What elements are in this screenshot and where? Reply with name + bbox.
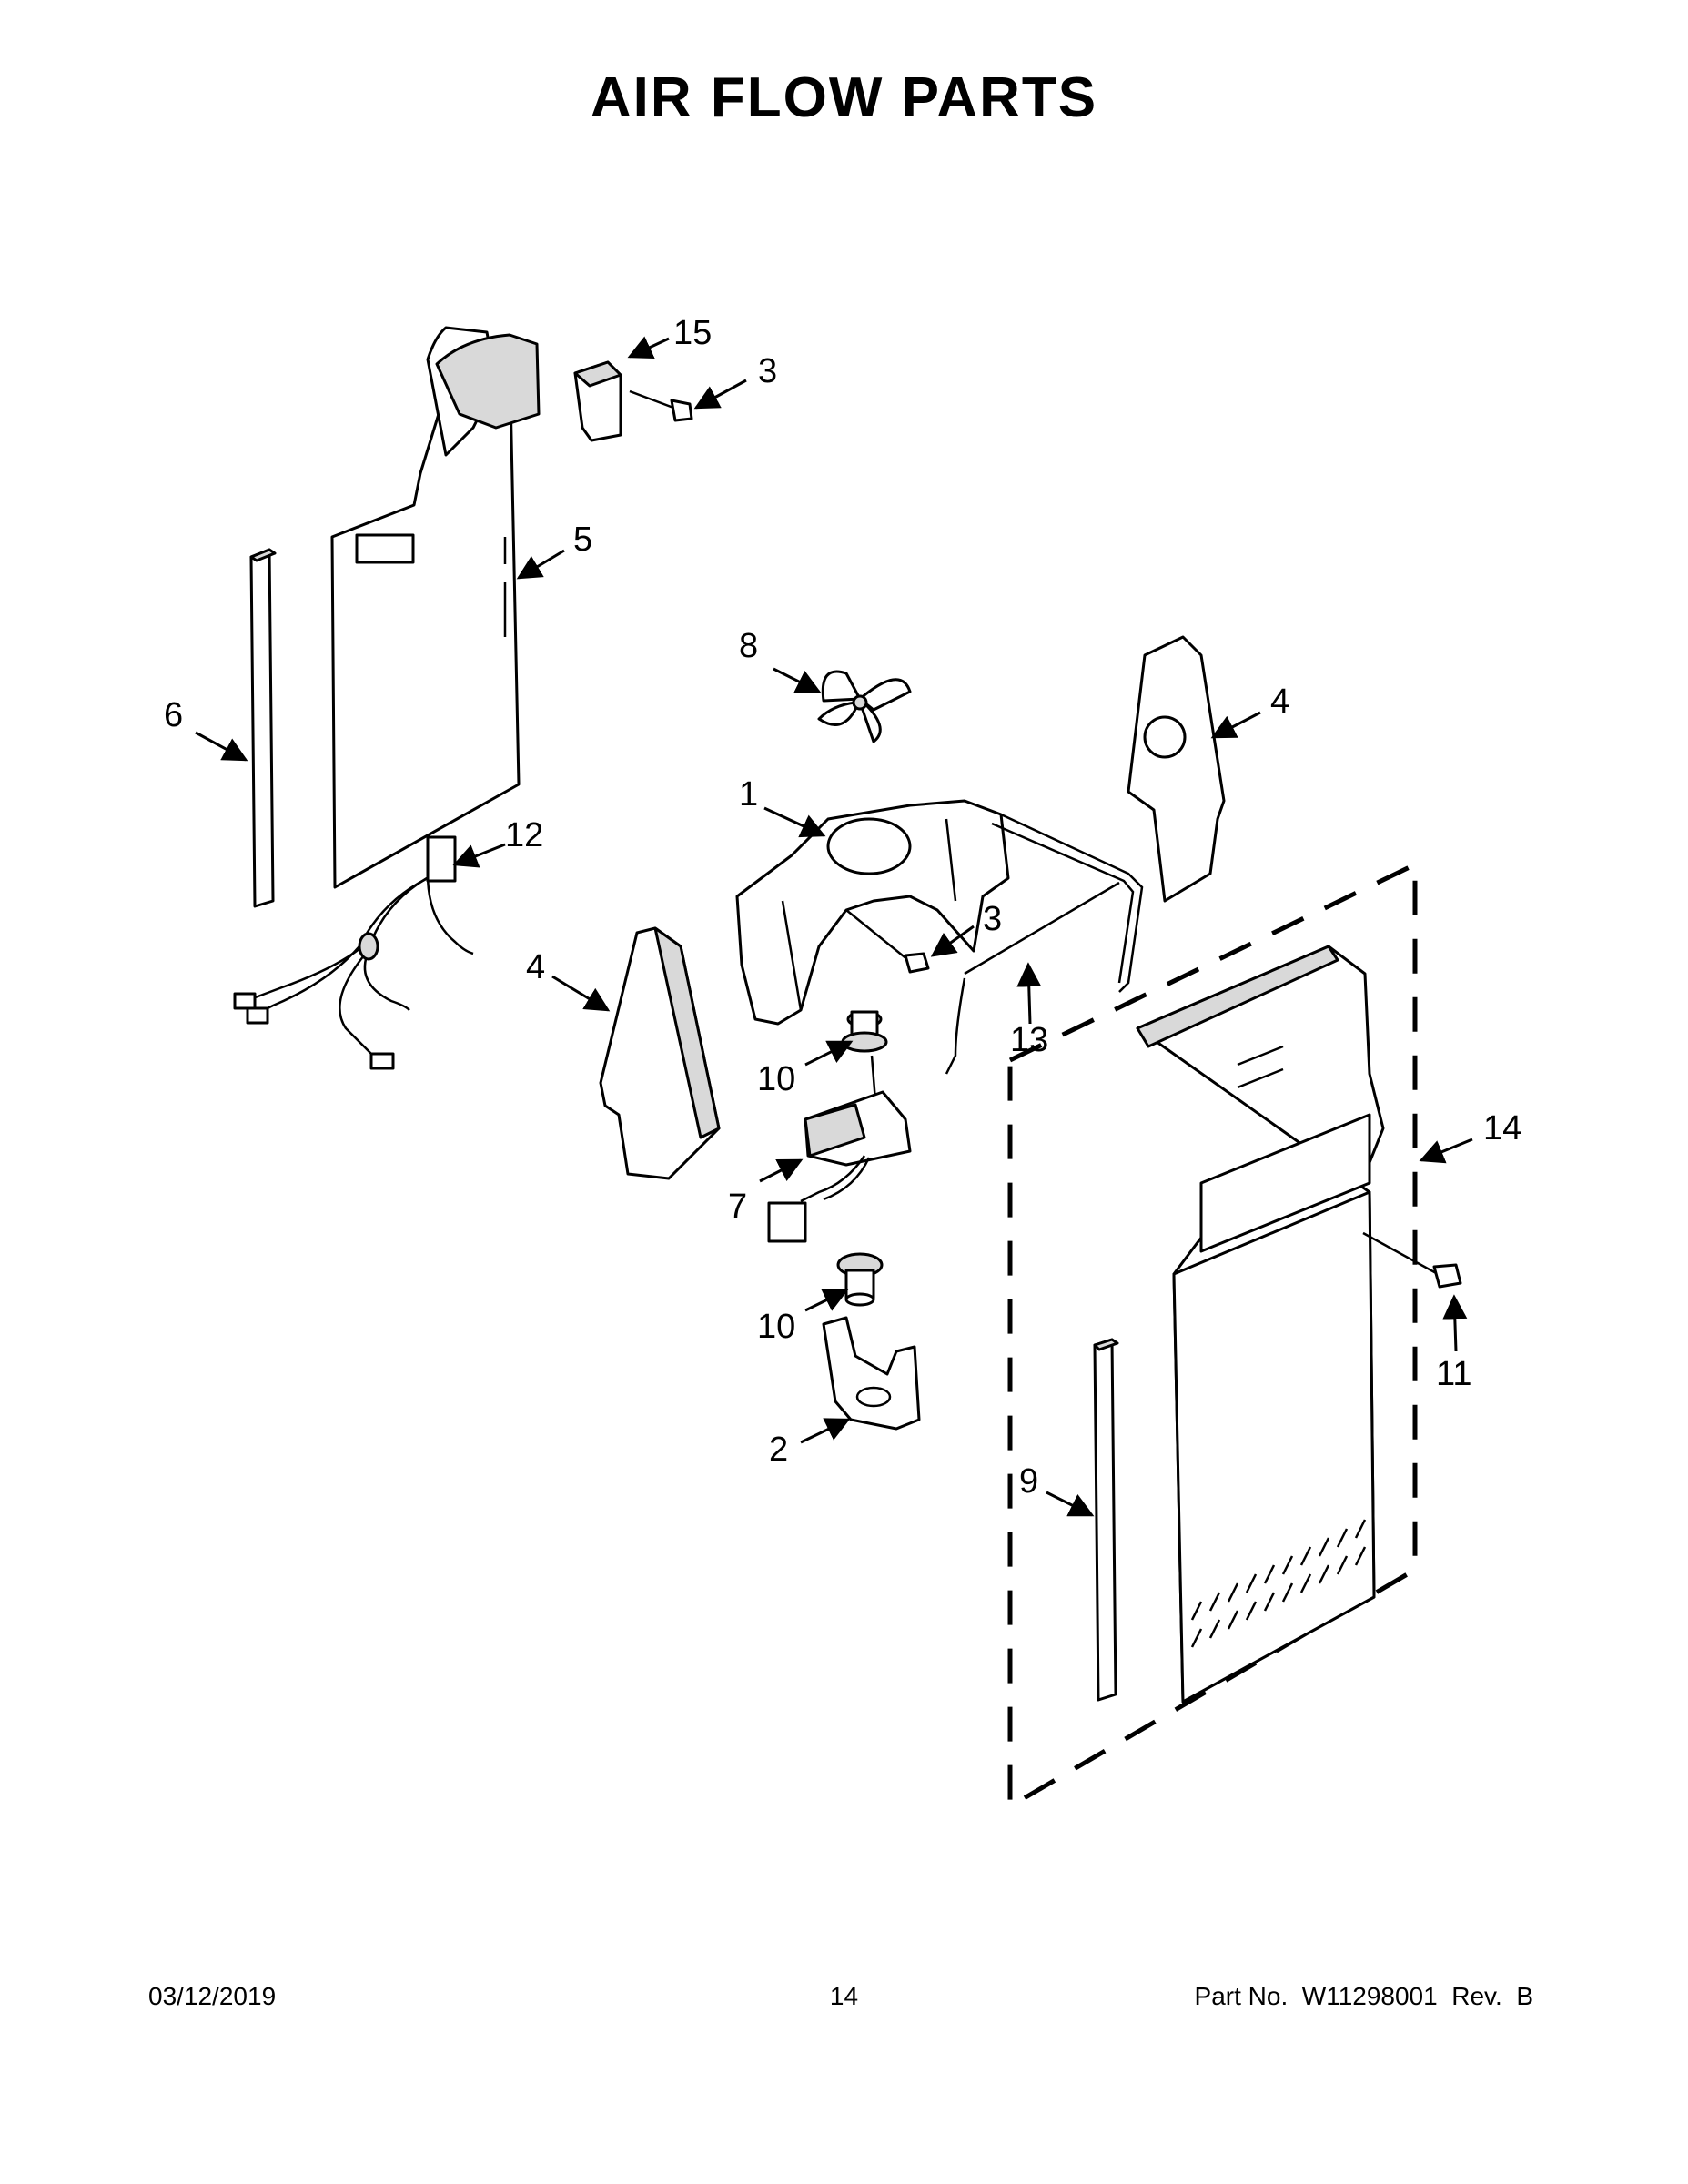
- callout-10-upper: 10: [757, 1060, 795, 1098]
- part-9-foam-strip: [1093, 1338, 1119, 1702]
- part-1-fan-housing: [735, 799, 1010, 1026]
- footer-date: 03/12/2019: [148, 1982, 277, 2010]
- part-10-grommet-upper: [841, 1010, 888, 1053]
- part-6-foam-strip: [249, 548, 277, 908]
- part-8-fan-blade: [817, 670, 912, 743]
- part-7-fan-motor: [767, 1055, 912, 1243]
- callout-13: 13: [1010, 1021, 1048, 1059]
- part-3-screw-middle: [845, 909, 930, 974]
- callout-14: 14: [1483, 1109, 1521, 1148]
- callout-3-middle: 3: [983, 900, 1002, 938]
- leader-lines: [195, 336, 1473, 1517]
- callout-9: 9: [1019, 1462, 1038, 1501]
- vent-slots: [1190, 1519, 1367, 1648]
- part-2-motor-bracket: [822, 1316, 921, 1431]
- callout-3-top: 3: [758, 352, 777, 390]
- part-13-wire-bracket: [945, 813, 1144, 1075]
- callout-4-left: 4: [526, 948, 545, 986]
- callout-5: 5: [573, 521, 592, 559]
- footer-part-number: Part No. W11298001 Rev. B: [1194, 1982, 1533, 2010]
- page-title: AIR FLOW PARTS: [590, 66, 1098, 129]
- part-10-grommet-lower: [836, 1252, 884, 1307]
- callout-4-right: 4: [1270, 682, 1289, 721]
- callout-7: 7: [728, 1188, 747, 1226]
- callout-6: 6: [164, 696, 183, 734]
- part-5-evaporator-cover: [330, 326, 541, 889]
- callout-15: 15: [673, 314, 712, 352]
- part-11-screw: [1362, 1231, 1462, 1289]
- callout-11: 11: [1436, 1355, 1471, 1393]
- callout-8: 8: [739, 627, 758, 665]
- part-12-wire-harness: [233, 835, 474, 1070]
- footer-page-number: 14: [829, 1982, 859, 2010]
- callout-12: 12: [505, 816, 543, 854]
- part-15-damper-cap: [573, 360, 622, 442]
- part-3-screw-top: [629, 389, 693, 422]
- callout-2: 2: [769, 1431, 788, 1469]
- part-4-baffle-left: [599, 926, 721, 1180]
- part-4-baffle-right: [1127, 635, 1226, 903]
- callout-10-lower: 10: [757, 1308, 795, 1346]
- callout-1: 1: [739, 775, 758, 814]
- callout-labels: 15 3 5 6 8 4 1 12 3 4 13 10 7 14 10 11 2…: [164, 314, 1521, 1501]
- part-14-duct-panel: [1007, 861, 1418, 1811]
